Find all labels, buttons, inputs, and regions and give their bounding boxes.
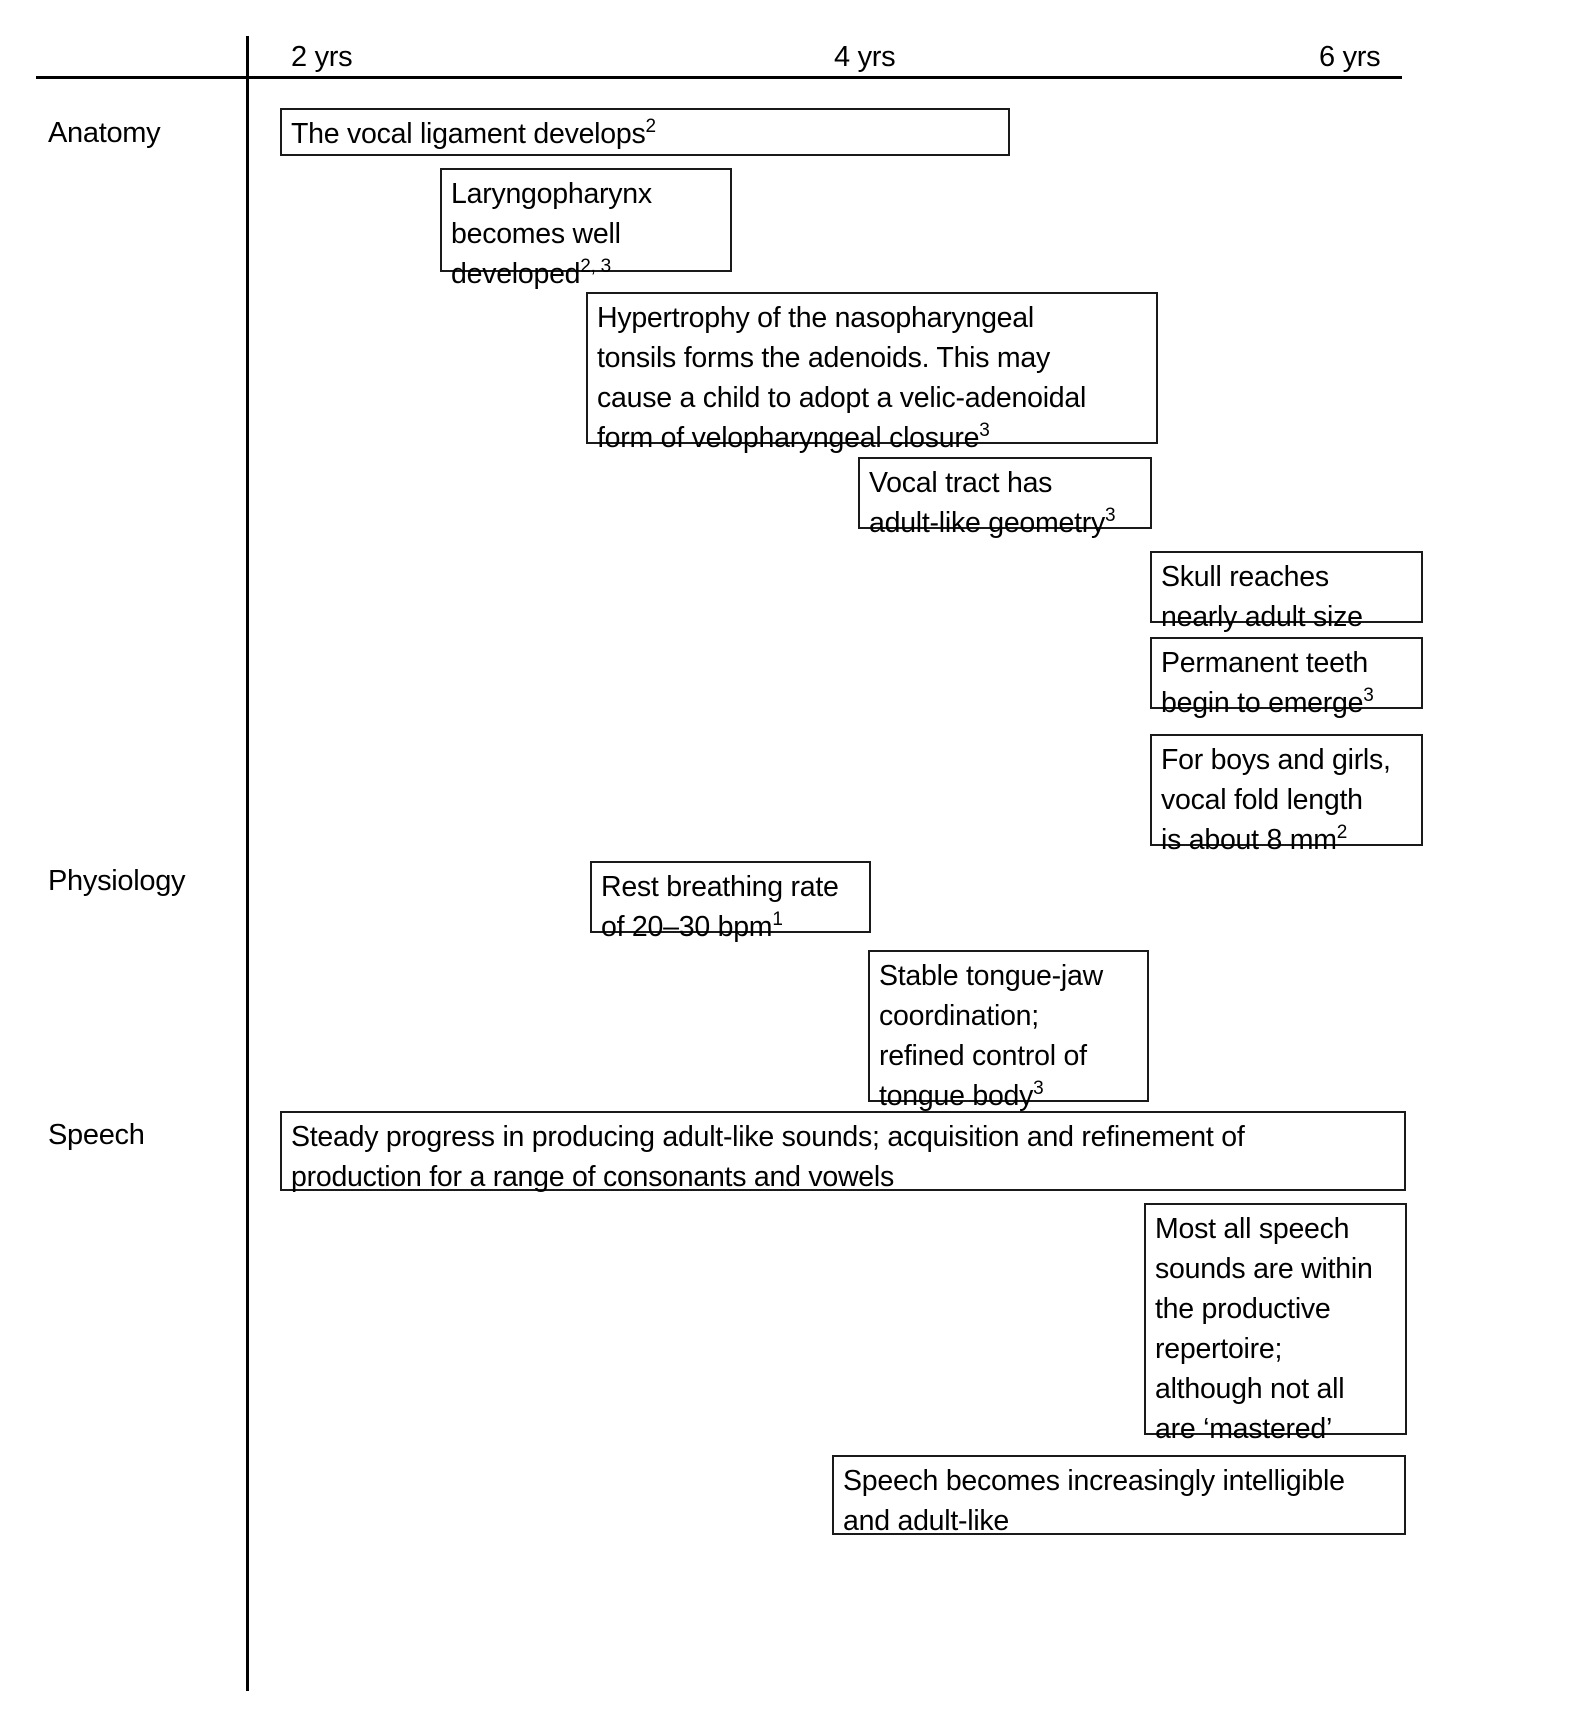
- event-text-line6: are ‘mastered’: [1155, 1413, 1333, 1445]
- event-text-line2: sounds are within: [1155, 1253, 1373, 1285]
- event-box-laryngopharynx: Laryngopharynx becomes well developed2, 3: [440, 168, 732, 290]
- reference-superscript: 2, 3: [580, 256, 611, 277]
- event-text-line1: Speech becomes increasingly intelligible: [843, 1465, 1345, 1497]
- event-text-line5: although not all: [1155, 1373, 1345, 1405]
- event-text-line4: form of velopharyngeal closure: [597, 422, 980, 454]
- event-box-tongue-jaw-coordination: Stable tongue-jaw coordination; refined co…: [868, 950, 1149, 1112]
- event-text-line1: Permanent teeth: [1161, 647, 1368, 679]
- event-text-line1: Most all speech: [1155, 1213, 1350, 1245]
- event-text-line2: becomes well: [451, 218, 621, 250]
- event-box-skull-adult-size: Skull reaches nearly adult size: [1150, 551, 1423, 633]
- event-text-line2: adult-like geometry: [869, 507, 1106, 539]
- reference-superscript: 3: [1363, 685, 1374, 706]
- event-text-line2: nearly adult size: [1161, 601, 1363, 633]
- event-text-line2: production for a range of consonants and…: [291, 1161, 894, 1193]
- reference-superscript: 1: [772, 909, 783, 930]
- event-text-line1: Vocal tract has: [869, 467, 1053, 499]
- event-text: The vocal ligament develops: [291, 118, 646, 150]
- event-box-steady-progress: Steady progress in producing adult-like …: [280, 1111, 1406, 1193]
- axis-tick-4yrs: 4 yrs: [834, 41, 896, 73]
- event-text-line2: begin to emerge: [1161, 687, 1364, 719]
- axis-horizontal-rule: [36, 76, 1402, 79]
- event-box-vocal-fold-length: For boys and girls, vocal fold length is a…: [1150, 734, 1423, 856]
- event-text-line1: For boys and girls,: [1161, 744, 1391, 776]
- axis-vertical-rule: [246, 36, 249, 1691]
- event-box-speech-intelligible: Speech becomes increasingly intelligible…: [832, 1455, 1406, 1537]
- reference-superscript: 3: [1105, 505, 1116, 526]
- event-text-line2: vocal fold length: [1161, 784, 1363, 816]
- event-box-permanent-teeth: Permanent teeth begin to emerge3: [1150, 637, 1423, 719]
- axis-tick-2yrs: 2 yrs: [291, 41, 353, 73]
- row-label-speech: Speech: [48, 1119, 145, 1151]
- event-text-line3: is about 8 mm: [1161, 824, 1337, 856]
- event-box-hypertrophy-adenoids: Hypertrophy of the nasopharyngeal tonsils…: [586, 292, 1158, 454]
- event-box-most-speech-sounds: Most all speech sounds are within the prod…: [1144, 1203, 1407, 1445]
- event-text-line1: Stable tongue-jaw: [879, 960, 1103, 992]
- event-text-line1: Rest breathing rate: [601, 871, 839, 903]
- axis-tick-6yrs: 6 yrs: [1319, 41, 1381, 73]
- event-text-line1: Steady progress in producing adult-like …: [291, 1121, 1245, 1153]
- event-text-line2: of 20–30 bpm: [601, 911, 773, 943]
- event-text-line1: Laryngopharynx: [451, 178, 652, 210]
- row-label-physiology: Physiology: [48, 865, 186, 897]
- event-box-rest-breathing-rate: Rest breathing rate of 20–30 bpm1: [590, 861, 871, 943]
- event-box-vocal-ligament: The vocal ligament develops2: [280, 108, 1010, 156]
- event-text-line1: Skull reaches: [1161, 561, 1329, 593]
- event-box-vocal-tract-geometry: Vocal tract has adult-like geometry3: [858, 457, 1152, 539]
- event-text-line1: Hypertrophy of the nasopharyngeal: [597, 302, 1034, 334]
- event-text-line3: the productive: [1155, 1293, 1331, 1325]
- row-label-anatomy: Anatomy: [48, 117, 161, 149]
- event-text-line3: cause a child to adopt a velic-adenoidal: [597, 382, 1087, 414]
- event-text-line4: tongue body: [879, 1080, 1034, 1112]
- reference-superscript: 2: [645, 116, 656, 137]
- event-text-line4: repertoire;: [1155, 1333, 1283, 1365]
- reference-superscript: 3: [979, 420, 990, 441]
- reference-superscript: 2: [1336, 822, 1348, 843]
- event-text-line2: coordination;: [879, 1000, 1039, 1032]
- event-text-line3: refined control of: [879, 1040, 1087, 1072]
- event-text-line2: and adult-like: [843, 1505, 1010, 1537]
- event-text-line2: tonsils forms the adenoids. This may: [597, 342, 1051, 374]
- event-text-line3: developed: [451, 258, 581, 290]
- reference-superscript: 3: [1033, 1078, 1044, 1099]
